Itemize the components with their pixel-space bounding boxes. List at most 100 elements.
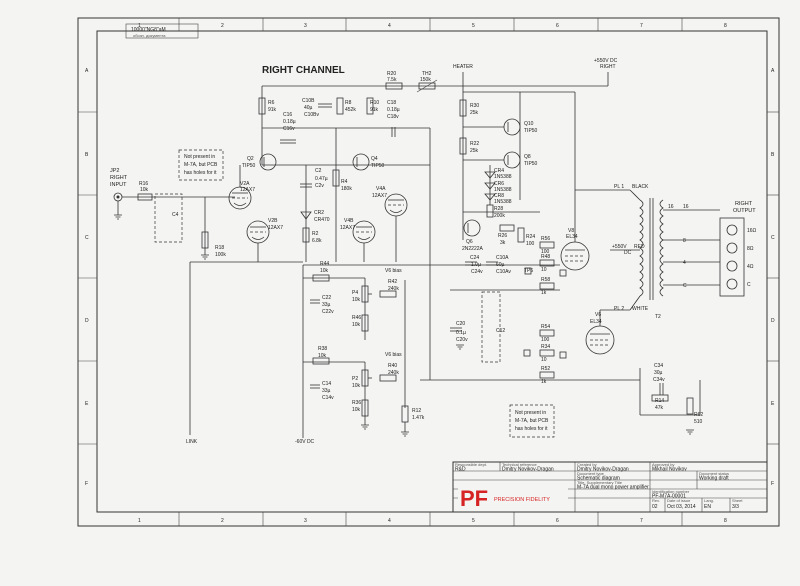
primary-1-label: PL 1 (614, 184, 624, 190)
neg-supply-label: -60V DC (295, 439, 315, 445)
col-label: 8 (724, 518, 727, 524)
comp-val: TIP50 (242, 163, 256, 169)
comp-val: 3k (500, 240, 506, 246)
v6-bias-label: V6 bias (385, 352, 402, 358)
resistor-R52 (539, 371, 555, 379)
comp-ref: R38 (318, 346, 327, 352)
comp-val: 6.8k (312, 238, 322, 244)
terminal-8-icon (726, 242, 738, 254)
testpoint-TP6 (524, 267, 532, 275)
capacitor-C14: C14 33µ C14v (310, 381, 334, 401)
resistor-R38 (312, 357, 330, 365)
resistor-R28 (486, 204, 494, 218)
comp-val: 40µ (304, 105, 313, 111)
comp-ref: V4A (376, 186, 386, 192)
tb-value: Dmitry Novikov-Dragan (577, 467, 629, 473)
comp-val: C18v (387, 114, 399, 120)
row-label: F (771, 481, 774, 487)
inner-frame (96, 30, 768, 513)
comp-val: 1k (541, 379, 547, 385)
transistor-Q4: Q4 TIP50 (352, 153, 385, 171)
capacitor-C10A: C10A 60µ C10Av (486, 255, 511, 275)
tb-value: EN (704, 504, 711, 510)
comp-ref: Q8 (524, 154, 531, 160)
comp-ref: R22 (470, 141, 479, 147)
transistor-Q6: Q6 2N2222A (462, 219, 484, 252)
resistor-R16 (137, 193, 153, 201)
comp-val: 0.1µ (456, 330, 466, 336)
resistor-R22 (459, 137, 467, 155)
tap-number: 16 (668, 204, 674, 210)
resistor-R2 (302, 227, 310, 243)
comp-val: 10 (541, 357, 547, 363)
row-label: E (85, 401, 89, 407)
tb-value: Working draft (699, 476, 729, 482)
comp-ref: CR6 (494, 181, 504, 187)
comp-val: 91k (370, 107, 379, 113)
col-label: 5 (472, 23, 475, 29)
row-label: A (771, 68, 775, 74)
comp-val: C10Bv (304, 112, 320, 118)
ground-symbols (114, 214, 694, 437)
dc-label: DC (624, 250, 632, 256)
comp-ref: R58 (541, 277, 550, 283)
output-title-1: RIGHT (735, 201, 753, 207)
capacitor-C24: C24 1.0µ C24v (465, 255, 483, 275)
comp-ref: R34 (541, 344, 550, 350)
comp-val: EL34 (590, 319, 602, 325)
comp-val: 0.18µ (387, 107, 400, 113)
comp-ref: TH2 (422, 71, 432, 77)
comp-ref: R26 (498, 233, 507, 239)
comp-val: 100 (526, 241, 535, 247)
sheet-title: RIGHT CHANNEL (262, 65, 345, 76)
comp-val: 25k (470, 148, 479, 154)
comp-ref: Q4 (371, 156, 378, 162)
resistor-R6 (258, 97, 266, 115)
tb-label: Sheet (732, 498, 743, 503)
tb-value: R&D (455, 467, 466, 473)
comp-val: 10k (320, 268, 329, 274)
c4-outline (154, 193, 183, 243)
col-label: 2 (221, 518, 224, 524)
tb-label: Identification number (652, 489, 690, 494)
tb-value: Schematic diagram (577, 476, 620, 482)
comp-ref: Q2 (247, 156, 254, 162)
comp-val: 25k (470, 110, 479, 116)
row-label: B (771, 152, 775, 158)
comp-ref: CR8 (494, 193, 504, 199)
comp-ref: R62 (694, 412, 703, 418)
note-line: M-7A, but PCB (184, 162, 218, 168)
comp-val: 100k (215, 252, 226, 258)
comp-val: 30µ (654, 370, 663, 376)
comp-val: C24v (471, 269, 483, 275)
tap-label: C (747, 282, 751, 288)
tb-label: Approved by (652, 462, 674, 467)
testpoint-TP4 (523, 349, 531, 357)
b-plus-label: +550V DC (594, 58, 618, 64)
row-label: C (771, 235, 775, 241)
col-label: 1 (138, 518, 141, 524)
tb-label: Lang. (704, 498, 714, 503)
row-label: B (85, 152, 89, 158)
row-label: F (85, 481, 88, 487)
tap-label: 4Ω (747, 264, 754, 270)
tap-label: 8Ω (747, 246, 754, 252)
comp-ref: R42 (388, 279, 397, 285)
comp-val: 10k (352, 322, 361, 328)
input-line1: RIGHT (110, 175, 128, 181)
logo-text: PRECISION FIDELITY (494, 497, 550, 503)
comp-ref: P2 (352, 376, 358, 382)
comp-val: 452k (345, 107, 356, 113)
comp-val: 91k (268, 107, 277, 113)
comp-ref: R14 (655, 398, 664, 404)
comp-ref: R4 (341, 179, 348, 185)
zener-CR4-icon (484, 171, 496, 179)
comp-val: EL34 (566, 234, 578, 240)
comp-val: C22v (322, 309, 334, 315)
column-labels: 1 2 3 4 5 6 7 8 1 2 3 4 5 6 7 8 (138, 23, 727, 524)
comp-val: 1N5388 (494, 187, 512, 193)
comp-ref: V8 (568, 228, 574, 234)
comp-ref: R8 (345, 100, 352, 106)
comp-val: C20v (456, 337, 468, 343)
